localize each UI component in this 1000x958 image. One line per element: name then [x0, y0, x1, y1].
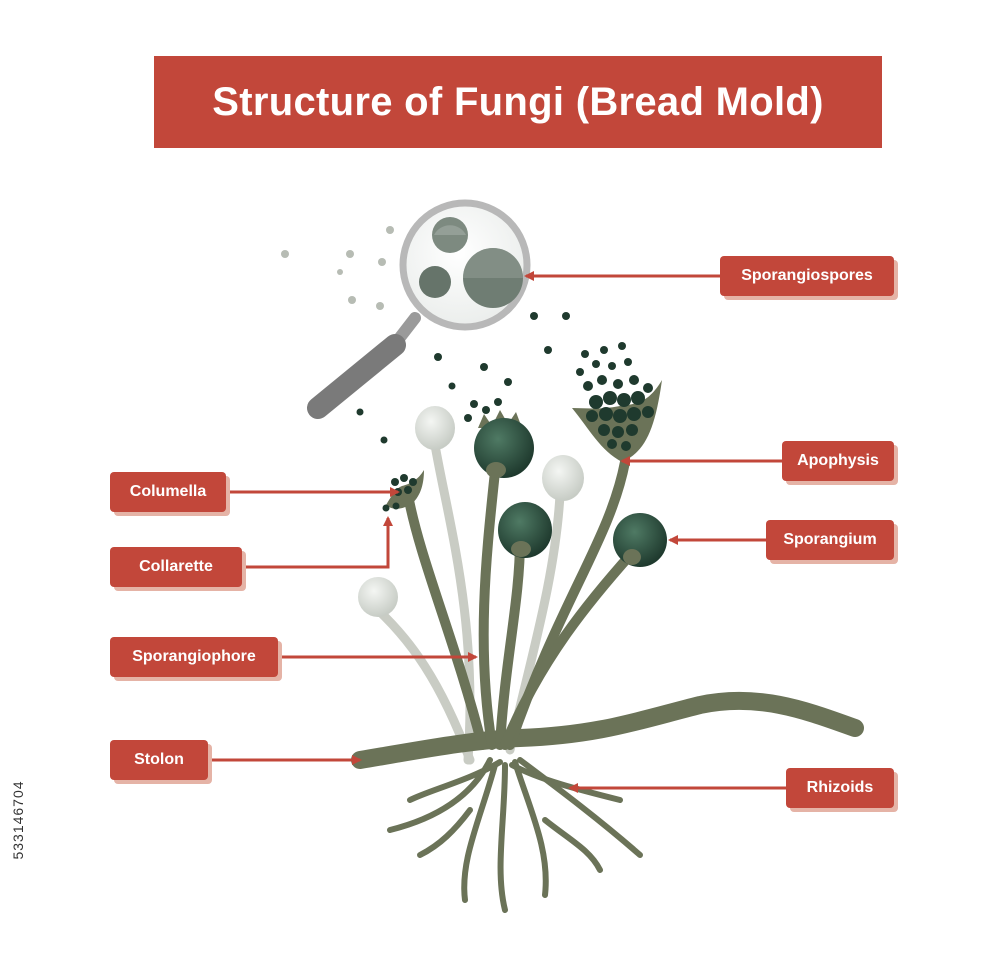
- stolon: [351, 691, 864, 769]
- title-banner: Structure of Fungi (Bread Mold): [154, 56, 882, 148]
- label-sporangiophore: Sporangiophore: [110, 637, 278, 677]
- label-columella: Columella: [110, 472, 226, 512]
- label-collarette: Collarette: [110, 547, 242, 587]
- faded-sporangia: [358, 406, 584, 617]
- sporangium-dark-3: [613, 513, 667, 567]
- label-sporangiospores: Sporangiospores: [720, 256, 894, 296]
- label-sporangium: Sporangium: [766, 520, 894, 560]
- label-apophysis: Apophysis: [782, 441, 894, 481]
- arrow-collarette: [242, 516, 393, 569]
- rhizoids: [387, 757, 643, 913]
- sporangium-dark-1: [474, 410, 534, 478]
- label-stolon: Stolon: [110, 740, 208, 780]
- floating-spores: [356, 312, 538, 444]
- open-sporangium: [544, 312, 662, 462]
- diagram-title: Structure of Fungi (Bread Mold): [212, 79, 824, 124]
- stock-id-text: 533146704: [10, 780, 26, 860]
- sporangiophores: [403, 457, 637, 750]
- sporangium-dark-2: [498, 502, 552, 558]
- magnifying-glass-icon: [307, 199, 531, 419]
- label-arrows: [208, 271, 786, 793]
- label-rhizoids: Rhizoids: [786, 768, 894, 808]
- stock-id-vertical: 533146704: [8, 720, 28, 920]
- faded-spores: [281, 226, 394, 310]
